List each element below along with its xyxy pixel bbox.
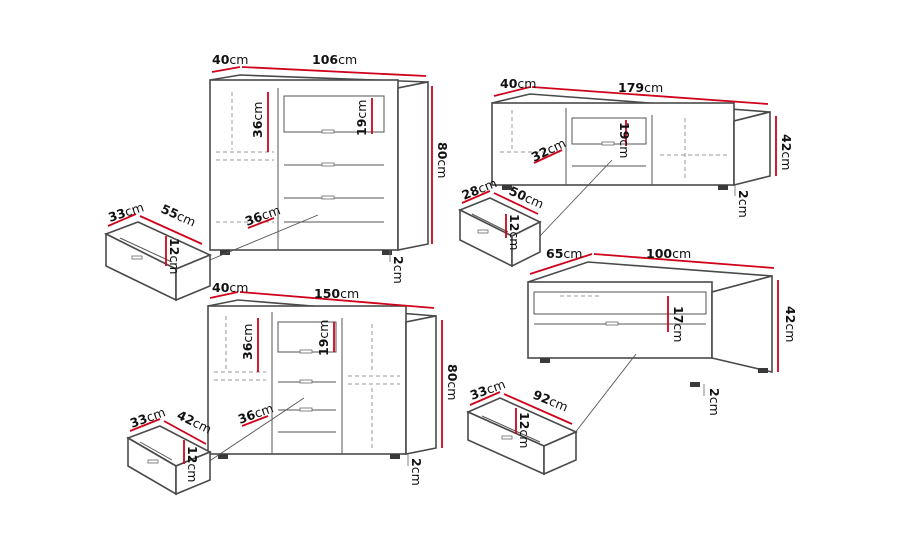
foot (218, 454, 228, 459)
width-label: 150cm (314, 286, 359, 301)
shelf-height-label: 36cm (240, 324, 255, 360)
handle-icon (299, 349, 313, 354)
drawer-height-label: 12cm (517, 412, 532, 448)
dresser-106: 40cm 106cm 80cm 36cm 19cm 36cm 2cm 33cm … (104, 52, 450, 302)
depth-label: 40cm (212, 280, 248, 295)
drawer-height-label: 12cm (185, 446, 200, 482)
depth-label: 40cm (212, 52, 248, 67)
drawer-depth-label: 33cm (106, 199, 145, 225)
dresser-106-side (397, 81, 429, 251)
depth-label: 65cm (546, 246, 582, 261)
handle-icon (321, 129, 335, 134)
foot (502, 185, 512, 190)
drawer-detail: 33cm 42cm 12cm (126, 404, 214, 496)
drawer-depth-label: 33cm (128, 404, 167, 431)
shelf-height-label: 36cm (250, 102, 265, 138)
coffee-table-100: 65cm 100cm 42cm 17cm 2cm 33cm 92cm 12cm (466, 246, 798, 476)
foot (220, 250, 230, 255)
drawer-width-label: 55cm (159, 201, 198, 230)
foot (718, 185, 728, 190)
drawer-front-label: 19cm (354, 100, 369, 136)
depth-label: 40cm (500, 76, 536, 91)
drawer-front-label: 19cm (316, 320, 331, 356)
handle-icon (601, 141, 615, 146)
foot-label: 2cm (409, 458, 424, 486)
coffee-table-front (527, 281, 713, 359)
width-label: 106cm (312, 52, 357, 67)
foot (540, 358, 550, 363)
height-label: 42cm (779, 134, 794, 170)
width-label: 179cm (618, 80, 663, 95)
foot (690, 382, 700, 387)
height-label: 80cm (445, 364, 460, 400)
drawer-detail: 33cm 55cm 12cm (104, 199, 213, 302)
handle-icon (605, 321, 619, 326)
drawer-detail: 28cm 50cm 12cm (458, 175, 546, 268)
drawer-width-label: 50cm (507, 183, 546, 212)
height-label: 42cm (783, 306, 798, 342)
drawer-height-label: 12cm (167, 238, 182, 274)
drawer-front-label: 19cm (617, 122, 632, 158)
handle-icon (321, 195, 335, 200)
handle-icon (299, 379, 313, 384)
shelf-depth-label: 36cm (236, 400, 275, 427)
foot-label: 2cm (707, 388, 722, 416)
drawer-height-label: 12cm (507, 214, 522, 250)
foot-label: 2cm (391, 256, 406, 284)
height-label: 80cm (435, 142, 450, 178)
foot (390, 454, 400, 459)
dresser-150: 40cm 150cm 80cm 36cm 19cm 36cm 2cm 33cm … (126, 280, 460, 496)
drawer-width-label: 92cm (531, 387, 570, 415)
handle-icon (299, 407, 313, 412)
tv-stand-179: 40cm 179cm 42cm 19cm 32cm 2cm 28cm 50cm … (458, 76, 794, 268)
drawer-depth-label: 33cm (468, 376, 507, 403)
width-label: 100cm (646, 246, 691, 261)
shelf-depth-label: 36cm (243, 202, 282, 229)
drawer-detail: 33cm 92cm 12cm (466, 376, 578, 476)
drawer-depth-label: 28cm (460, 175, 499, 203)
foot-label: 2cm (736, 190, 751, 218)
foot (382, 250, 392, 255)
drawer-front-label: 17cm (671, 306, 686, 342)
foot (758, 368, 768, 373)
handle-icon (321, 162, 335, 167)
